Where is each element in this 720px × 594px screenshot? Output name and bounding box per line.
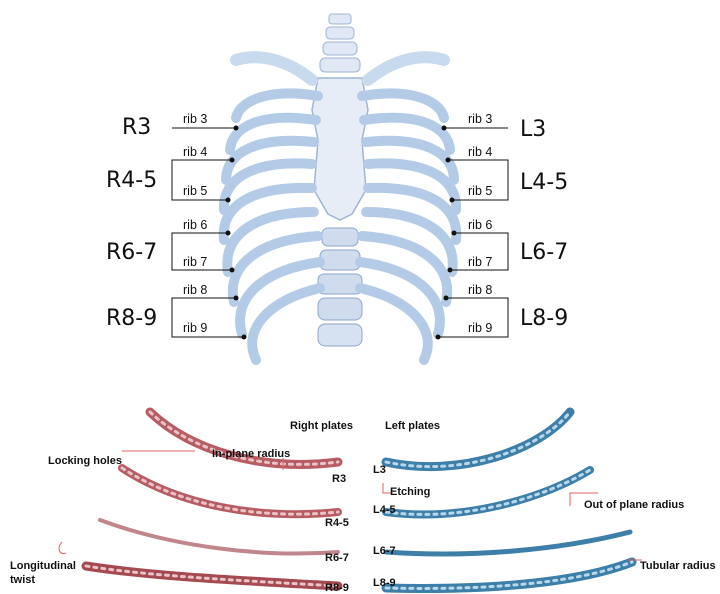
annotation-longitudinal: Longitudinal	[10, 561, 76, 572]
group-label-l3: L3	[520, 119, 546, 141]
rib-label-r-8: rib 8	[183, 284, 207, 297]
plate-label-r3: R3	[332, 474, 346, 485]
left-plates-title: Left plates	[385, 421, 440, 432]
group-label-l8-9: L8-9	[520, 308, 568, 330]
right-plates	[86, 412, 338, 586]
plate-label-l6-7: L6-7	[373, 546, 396, 557]
group-label-l6-7: L6-7	[520, 242, 568, 264]
rib-label-r-9: rib 9	[183, 322, 207, 335]
plate-label-r4-5: R4-5	[325, 518, 349, 529]
plate-label-l3: L3	[373, 465, 386, 476]
group-label-r4-5: R4-5	[106, 170, 157, 192]
rib-label-l-4: rib 4	[468, 146, 492, 159]
plate-label-l4-5: L4-5	[373, 505, 396, 516]
rib-label-l-3: rib 3	[468, 113, 492, 126]
rib-label-r-4: rib 4	[183, 146, 207, 159]
annotation-tubular-radius: Tubular radius	[640, 561, 716, 572]
annotation-leaders	[59, 451, 642, 560]
group-label-r6-7: R6-7	[106, 242, 157, 264]
annotation-out-of-plane-radius: Out of plane radius	[584, 500, 684, 511]
rib-label-l-8: rib 8	[468, 284, 492, 297]
rib-label-r-3: rib 3	[183, 113, 207, 126]
right-plates-title: Right plates	[290, 421, 353, 432]
plate-label-r6-7: R6-7	[325, 553, 349, 564]
plate-label-r8-9: R8-9	[325, 583, 349, 594]
group-label-r3: R3	[122, 117, 151, 139]
rib-label-l-6: rib 6	[468, 219, 492, 232]
group-label-l4-5: L4-5	[520, 172, 568, 194]
rib-label-r-5: rib 5	[183, 185, 207, 198]
annotation-locking-holes: Locking holes	[48, 456, 122, 467]
group-label-r8-9: R8-9	[106, 308, 157, 330]
annotation-in-plane-radius: In-plane radius	[212, 449, 290, 460]
rib-label-r-6: rib 6	[183, 219, 207, 232]
rib-label-l-9: rib 9	[468, 322, 492, 335]
annotation-twist: twist	[10, 575, 35, 586]
plate-label-l8-9: L8-9	[373, 578, 396, 589]
rib-label-l-5: rib 5	[468, 185, 492, 198]
rib-label-r-7: rib 7	[183, 256, 207, 269]
annotation-etching: Etching	[390, 487, 430, 498]
rib-label-l-7: rib 7	[468, 256, 492, 269]
